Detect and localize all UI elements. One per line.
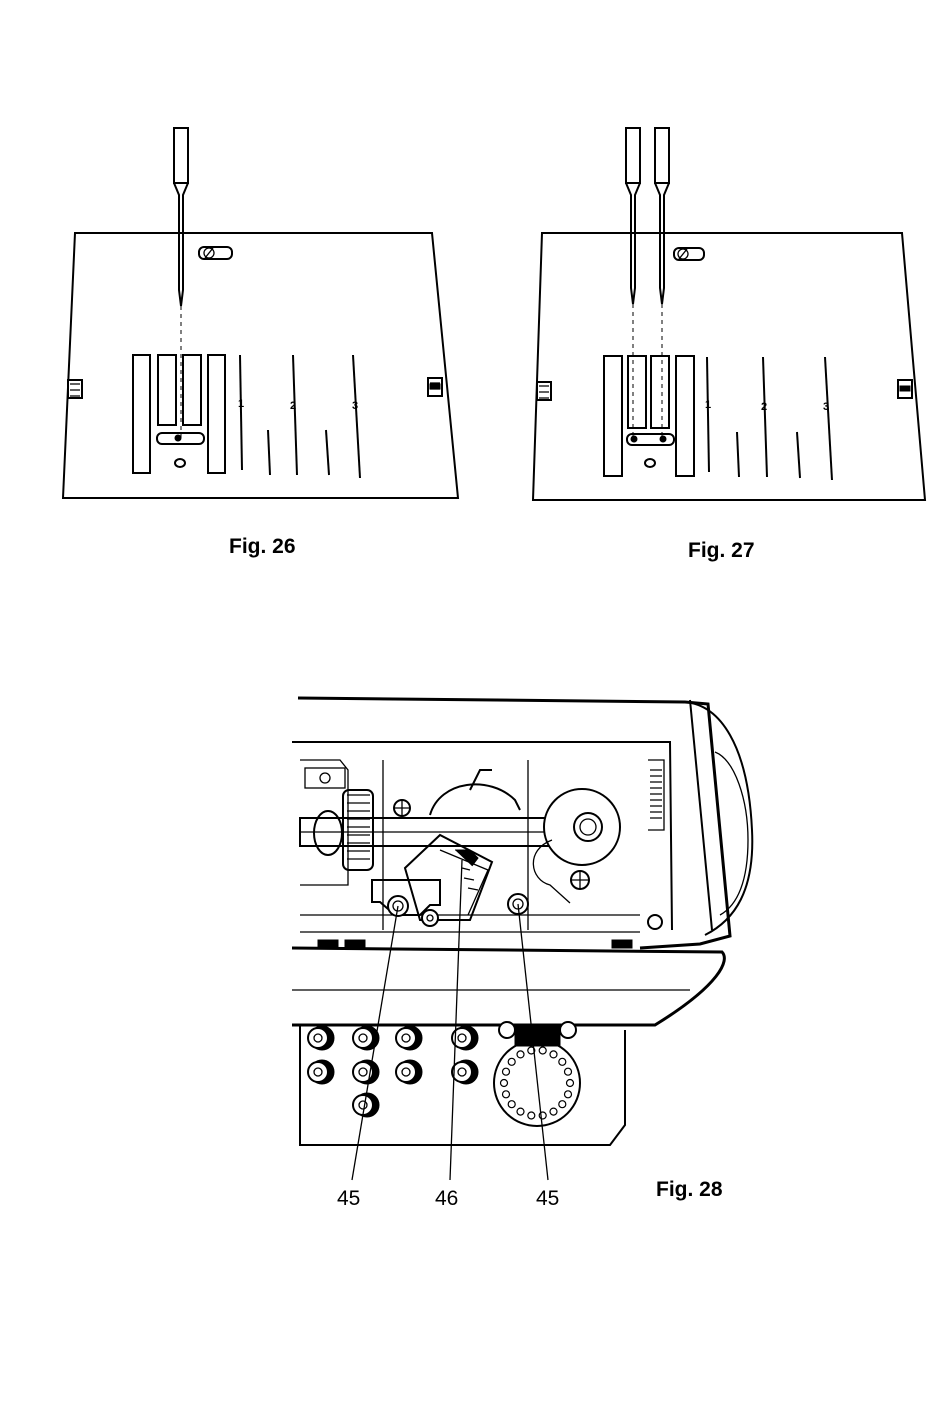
- dial-position-dot: [508, 1101, 515, 1108]
- pin-46-icon: [422, 910, 438, 926]
- dial-position-dot: [559, 1101, 566, 1108]
- dial-position-dot: [503, 1091, 510, 1098]
- callout-leader-lines: [352, 860, 548, 1180]
- dial-position-dot: [501, 1080, 508, 1087]
- dial-position-dot: [539, 1047, 546, 1054]
- dial-position-dot: [508, 1058, 515, 1065]
- callout-45-right: 45: [536, 1187, 559, 1211]
- dial-position-dot: [517, 1051, 524, 1058]
- dial-position-dot: [503, 1068, 510, 1075]
- dial-position-dot: [517, 1108, 524, 1115]
- dial-position-dot: [559, 1058, 566, 1065]
- dial-position-dot: [567, 1080, 574, 1087]
- internal-mechanism: [300, 760, 664, 948]
- dial-position-dot: [550, 1108, 557, 1115]
- dial-position-dot: [565, 1091, 572, 1098]
- dial-position-dot: [565, 1068, 572, 1075]
- fig28-caption: Fig. 28: [656, 1178, 723, 1202]
- dial-position-dot: [550, 1051, 557, 1058]
- dial-position-dot: [528, 1112, 535, 1119]
- callout-46: 46: [435, 1187, 458, 1211]
- callout-45-left: 45: [337, 1187, 360, 1211]
